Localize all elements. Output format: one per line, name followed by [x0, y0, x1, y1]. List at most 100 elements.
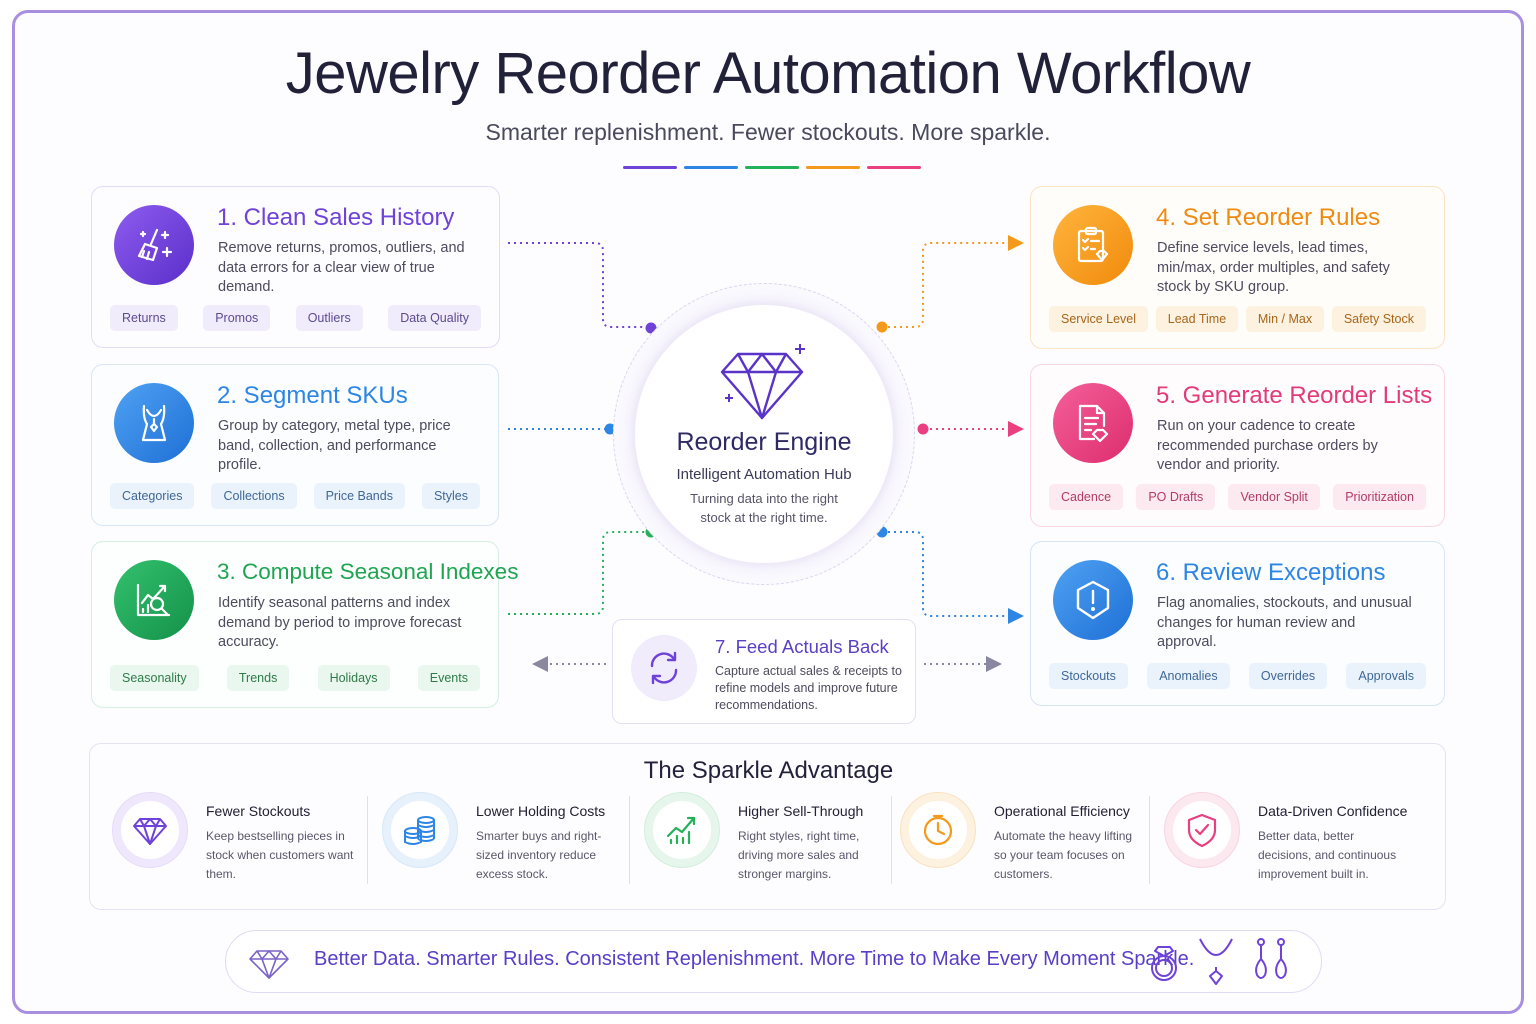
step-card-feed-actuals-back[interactable]: 7. Feed Actuals Back Capture actual sale… [612, 619, 916, 724]
tag-data-quality[interactable]: Data Quality [388, 305, 481, 331]
clock-icon [900, 792, 976, 868]
clipboard-diamond-icon [1053, 205, 1133, 285]
chart-magnifier-icon [114, 560, 194, 640]
step-title: 1. Clean Sales History [217, 204, 455, 231]
step-description: Run on your cadence to create recommende… [1157, 418, 1378, 473]
advantage-item-title: Lower Holding Costs [476, 803, 606, 819]
tag-promos[interactable]: Promos [203, 305, 271, 331]
document-diamond-icon [1053, 383, 1133, 463]
advantage-item-desc: Right styles, right time, driving more s… [738, 829, 860, 881]
tag-holidays[interactable]: Holidays [317, 665, 390, 691]
tag-events[interactable]: Events [417, 665, 480, 691]
accent-rule-pink [867, 166, 921, 169]
advantage-item-title: Operational Efficiency [994, 803, 1130, 819]
connector-dot-4 [876, 321, 888, 333]
tag-service-level[interactable]: Service Level [1049, 306, 1149, 332]
ring-icon [1151, 946, 1177, 981]
broom-sparkle-icon [114, 205, 194, 285]
coin-stack-icon [382, 792, 458, 868]
advantage-item-title: Fewer Stockouts [206, 803, 311, 819]
diamond-icon [720, 344, 805, 420]
hub-description: Turning data into the right stock at the… [690, 491, 838, 525]
shield-check-icon [1164, 792, 1240, 868]
step-title: 6. Review Exceptions [1156, 559, 1386, 586]
step-card-segment-skus[interactable]: 2. Segment SKUs Group by category, metal… [91, 364, 499, 526]
step-card-clean-sales-history[interactable]: 1. Clean Sales History Remove returns, p… [91, 186, 500, 348]
step-title: 3. Compute Seasonal Indexes [217, 559, 519, 584]
step-title: 2. Segment SKUs [217, 382, 408, 409]
tag-outliers[interactable]: Outliers [295, 305, 363, 331]
tag-po-drafts[interactable]: PO Drafts [1136, 484, 1216, 510]
tag-collections[interactable]: Collections [211, 483, 297, 509]
advantage-lower-holding-costs: Lower Holding Costs Smarter buys and rig… [360, 792, 630, 902]
tag-overrides[interactable]: Overrides [1248, 663, 1328, 689]
advantage-operational-efficiency: Operational Efficiency Automate the heav… [878, 792, 1148, 902]
accent-rule-purple [623, 166, 677, 169]
earrings-icon [1255, 938, 1287, 979]
divider [629, 796, 630, 884]
page-title: Jewelry Reorder Automation Workflow [285, 41, 1251, 106]
accent-rule-blue [684, 166, 738, 169]
tag-categories[interactable]: Categories [110, 483, 195, 509]
step-title: 5. Generate Reorder Lists [1156, 382, 1433, 409]
growth-chart-icon [644, 792, 720, 868]
tag-prioritization[interactable]: Prioritization [1333, 484, 1426, 510]
tag-trends[interactable]: Trends [226, 665, 290, 691]
divider [1149, 796, 1150, 884]
tag-list: Returns Promos Outliers Data Quality [110, 305, 481, 331]
step-description: Group by category, metal type, price ban… [218, 418, 451, 473]
connector-dot-2 [604, 423, 616, 435]
step-card-generate-reorder-lists[interactable]: 5. Generate Reorder Lists Run on your ca… [1030, 364, 1445, 527]
tag-vendor-split[interactable]: Vendor Split [1228, 484, 1320, 510]
connector-1 [508, 242, 651, 328]
tag-min-max[interactable]: Min / Max [1245, 306, 1325, 332]
divider [367, 796, 368, 884]
step-description: Remove returns, promos, outliers, and da… [218, 240, 465, 295]
step-description: Flag anomalies, stockouts, and unusual c… [1157, 595, 1412, 650]
tag-stockouts[interactable]: Stockouts [1049, 663, 1128, 689]
tag-returns[interactable]: Returns [110, 305, 178, 331]
step-description: Define service levels, lead times, min/m… [1157, 240, 1390, 295]
step-description: Identify seasonal patterns and index dem… [218, 595, 462, 650]
advantage-item-title: Data-Driven Confidence [1258, 803, 1408, 819]
tag-list: Stockouts Anomalies Overrides Approvals [1049, 663, 1426, 689]
hub-subtitle: Intelligent Automation Hub [676, 466, 852, 483]
tag-lead-time[interactable]: Lead Time [1155, 306, 1239, 332]
advantage-fewer-stockouts: Fewer Stockouts Keep bestselling pieces … [90, 792, 360, 902]
alert-shield-icon [1053, 560, 1133, 640]
tag-list: Cadence PO Drafts Vendor Split Prioritiz… [1049, 484, 1426, 510]
reorder-engine-hub[interactable] [634, 304, 894, 564]
sparkle-advantage-panel: The Sparkle Advantage Fewer Stockouts Ke… [89, 743, 1446, 910]
tagline-banner: Better Data. Smarter Rules. Consistent R… [225, 930, 1322, 993]
connector-dot-5 [917, 423, 929, 435]
tag-cadence[interactable]: Cadence [1049, 484, 1124, 510]
advantage-data-driven-confidence: Data-Driven Confidence Better data, bett… [1142, 792, 1422, 902]
tag-approvals[interactable]: Approvals [1346, 663, 1426, 689]
refresh-cycle-icon [631, 635, 697, 701]
advantage-item-desc: Better data, better decisions, and conti… [1258, 829, 1397, 881]
connector-4 [882, 235, 1024, 328]
advantage-item-title: Higher Sell-Through [738, 803, 864, 819]
diamond-icon [249, 950, 289, 979]
step-card-set-reorder-rules[interactable]: 4. Set Reorder Rules Define service leve… [1030, 186, 1445, 349]
tag-styles[interactable]: Styles [421, 483, 480, 509]
tag-safety-stock[interactable]: Safety Stock [1331, 306, 1426, 332]
advantage-title: The Sparkle Advantage [643, 757, 894, 784]
step-card-review-exceptions[interactable]: 6. Review Exceptions Flag anomalies, sto… [1030, 541, 1445, 706]
banner-text: Better Data. Smarter Rules. Consistent R… [314, 948, 1195, 970]
necklace-icon [114, 383, 194, 463]
tag-list: Service Level Lead Time Min / Max Safety… [1049, 306, 1426, 332]
tag-price-bands[interactable]: Price Bands [313, 483, 405, 509]
tag-list: Categories Collections Price Bands Style… [110, 483, 480, 509]
step-description: Capture actual sales & receipts to refin… [715, 664, 902, 712]
step-card-compute-seasonal-indexes[interactable]: 3. Compute Seasonal Indexes Identify sea… [91, 541, 518, 708]
hub-title: Reorder Engine [676, 428, 852, 456]
tag-seasonality[interactable]: Seasonality [110, 665, 199, 691]
advantage-item-desc: Smarter buys and right-sized inventory r… [476, 829, 602, 881]
page-subtitle: Smarter replenishment. Fewer stockouts. … [485, 119, 1051, 145]
accent-rule-orange [806, 166, 860, 169]
accent-rule-green [745, 166, 799, 169]
tag-list: Seasonality Trends Holidays Events [110, 665, 480, 691]
advantage-higher-sell-through: Higher Sell-Through Right styles, right … [622, 792, 892, 902]
tag-anomalies[interactable]: Anomalies [1147, 663, 1230, 689]
